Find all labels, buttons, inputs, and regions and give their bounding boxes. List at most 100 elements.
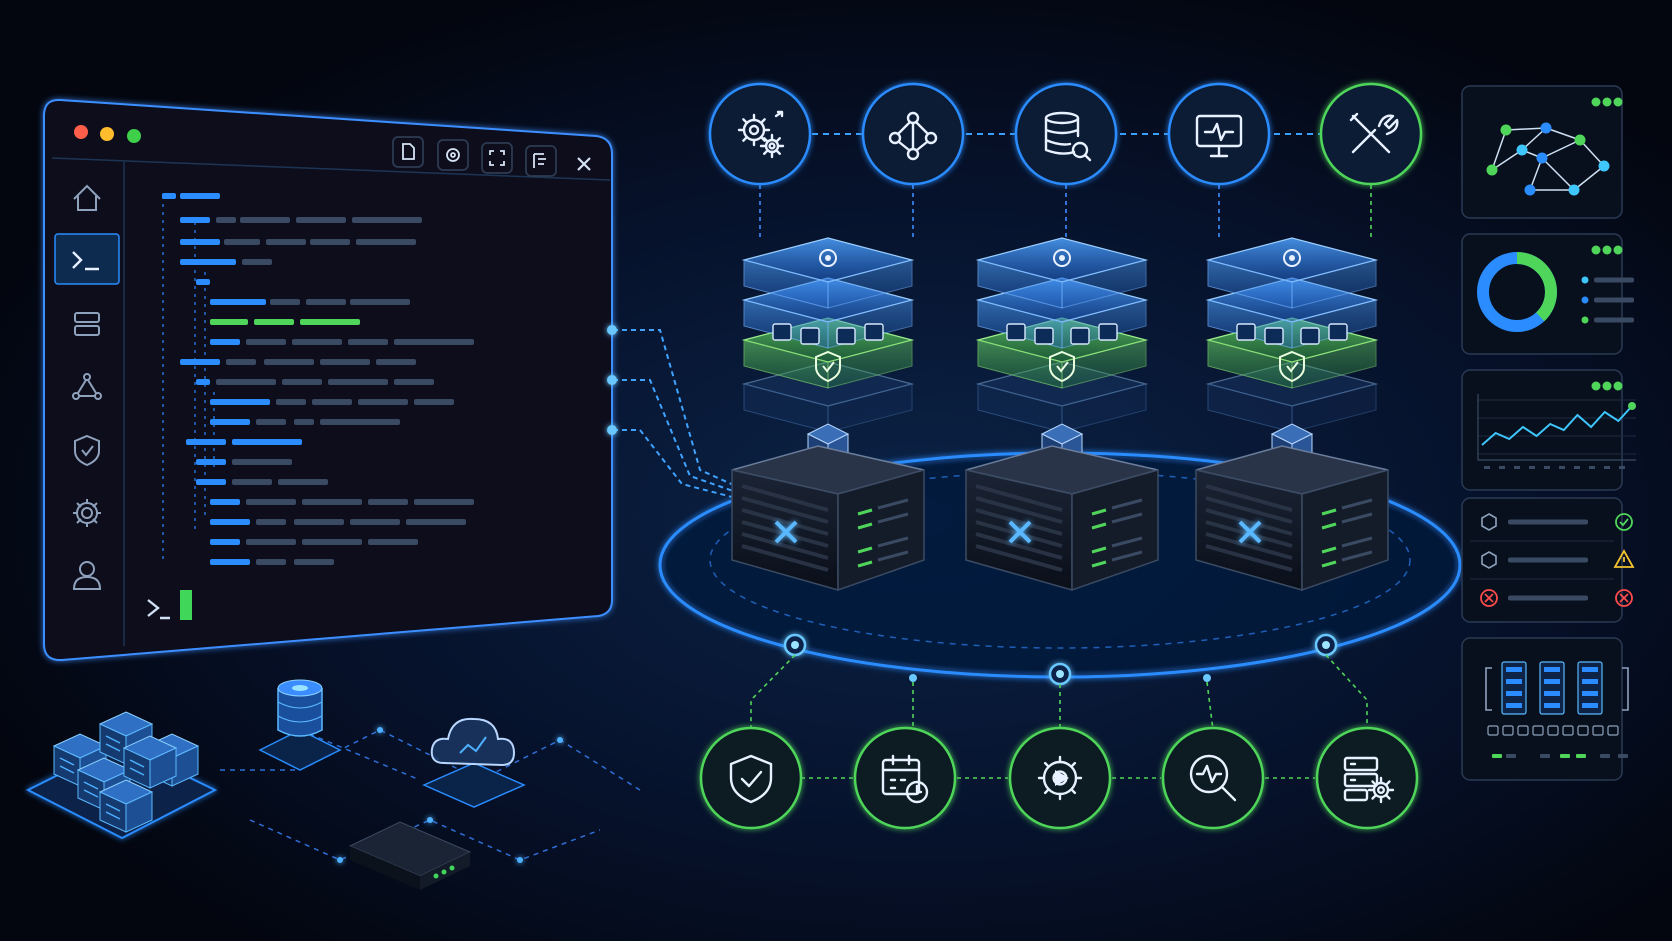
status-dot <box>1602 381 1612 391</box>
topology-edge <box>1541 157 1575 191</box>
warning-icon <box>1613 549 1635 568</box>
network-topology-panel[interactable] <box>1461 85 1623 219</box>
shield-check-icon <box>1279 350 1305 383</box>
tick-label <box>1529 466 1535 469</box>
server-icon[interactable] <box>74 312 100 336</box>
code-line <box>196 379 434 385</box>
topology-edge <box>1541 139 1581 159</box>
status-dot <box>1602 245 1612 255</box>
topology-node <box>1568 184 1580 196</box>
gear-icon[interactable] <box>73 499 101 527</box>
compute-node[interactable] <box>731 237 925 592</box>
database-search-icon[interactable] <box>1014 82 1118 186</box>
ok-icon <box>1615 513 1633 531</box>
topology-node <box>1500 124 1512 136</box>
status-row[interactable] <box>1481 549 1635 569</box>
legend-dot <box>1581 276 1589 284</box>
network-graph-icon[interactable] <box>861 82 965 186</box>
compute-nodes <box>731 237 1389 592</box>
port <box>1532 725 1544 736</box>
topology-node <box>1486 164 1498 176</box>
code-line <box>180 259 272 265</box>
shield-check-icon[interactable] <box>699 726 803 830</box>
command-prompt[interactable] <box>147 590 192 620</box>
topology-node <box>1540 122 1552 134</box>
tick-label <box>1544 466 1550 469</box>
code-line <box>210 519 466 525</box>
close-icon[interactable] <box>577 157 591 171</box>
calendar-clock-icon[interactable] <box>853 726 957 830</box>
topology-node <box>1598 160 1610 172</box>
code-icon <box>1236 323 1348 345</box>
home-icon[interactable] <box>73 184 101 211</box>
indicator-light <box>1576 754 1586 758</box>
server-box <box>731 445 925 592</box>
close-dot[interactable] <box>74 125 88 139</box>
legend-line <box>1594 277 1634 283</box>
topology-edge <box>1529 157 1543 191</box>
code-line <box>210 419 400 425</box>
legend-dot <box>1581 296 1589 304</box>
port <box>1517 725 1529 736</box>
status-dot <box>1591 381 1601 391</box>
port <box>1547 725 1559 736</box>
status-dot <box>1602 97 1612 107</box>
top-services <box>708 82 1423 186</box>
connector-node <box>607 325 617 335</box>
code-editor[interactable] <box>162 193 474 565</box>
topology-edge <box>1573 165 1605 191</box>
code-line <box>210 299 410 305</box>
network-icon[interactable] <box>72 373 102 400</box>
topology-edge <box>1579 139 1605 167</box>
user-icon[interactable] <box>72 561 102 590</box>
tick-label <box>1514 466 1520 469</box>
tick-label <box>1559 466 1565 469</box>
monitor-icon[interactable] <box>1167 82 1271 186</box>
gears-icon[interactable] <box>708 82 812 186</box>
tick-label <box>1574 466 1580 469</box>
legend-line <box>1594 297 1634 303</box>
indicator-light <box>1600 754 1610 758</box>
legend-dot <box>1581 316 1589 324</box>
minimize-dot[interactable] <box>100 127 114 141</box>
error-icon <box>1615 589 1633 607</box>
tick-label <box>1619 466 1625 469</box>
port <box>1592 725 1604 736</box>
connector-node <box>607 425 617 435</box>
status-list-panel[interactable] <box>1461 497 1635 623</box>
terminal-window[interactable] <box>43 98 613 662</box>
shield-icon[interactable] <box>74 434 100 467</box>
search-pulse-icon[interactable] <box>1161 726 1265 830</box>
tools-icon[interactable] <box>1319 82 1423 186</box>
title-bar-divider <box>51 157 611 181</box>
storage-network <box>25 679 641 890</box>
copy-icon[interactable] <box>392 136 424 168</box>
donut-chart-panel[interactable] <box>1461 233 1634 355</box>
server-gear-icon[interactable] <box>1315 726 1419 830</box>
rack-unit <box>1577 661 1603 715</box>
rack-unit <box>1501 661 1527 715</box>
status-row[interactable] <box>1481 513 1633 531</box>
line-series <box>1481 405 1633 446</box>
screenshot-icon[interactable] <box>481 142 513 174</box>
rack-unit <box>1539 661 1565 715</box>
donut-segment <box>1477 252 1557 332</box>
gear-play-icon[interactable] <box>1008 726 1112 830</box>
line-chart-panel[interactable] <box>1461 369 1636 491</box>
settings-icon[interactable] <box>437 139 469 171</box>
maximize-dot[interactable] <box>127 129 141 143</box>
text-cursor <box>180 590 192 620</box>
compute-node[interactable] <box>965 237 1159 592</box>
compute-node[interactable] <box>1195 237 1389 592</box>
status-row[interactable] <box>1480 589 1633 607</box>
terminal-icon[interactable] <box>54 233 120 285</box>
split-view-icon[interactable] <box>525 145 557 177</box>
server-rack-panel[interactable] <box>1461 637 1629 781</box>
storage-cube <box>122 735 178 789</box>
code-line <box>196 459 292 465</box>
tick-label <box>1484 466 1490 469</box>
axis <box>1477 394 1636 461</box>
service-node-links <box>759 185 1372 240</box>
network-switch-icon <box>348 821 472 890</box>
code-line <box>186 439 302 445</box>
